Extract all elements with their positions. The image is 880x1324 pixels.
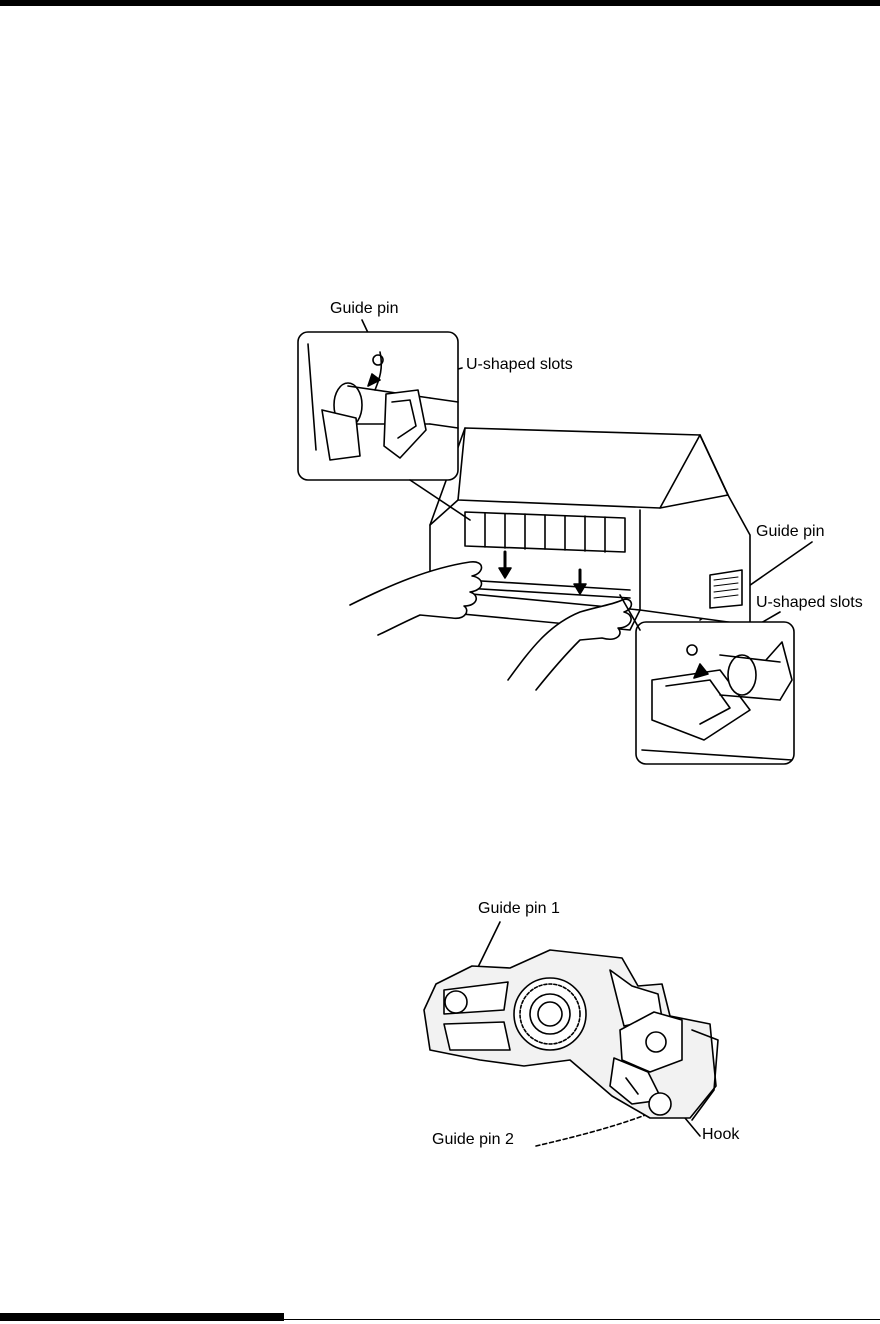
label-guide-pin-top: Guide pin	[330, 300, 399, 318]
label-u-shaped-slots-top: U-shaped slots	[466, 356, 573, 374]
footer-rule-thick	[0, 1313, 284, 1321]
label-guide-pin-2: Guide pin 2	[432, 1131, 514, 1149]
label-guide-pin-right: Guide pin	[756, 523, 825, 541]
label-u-shaped-slots-right: U-shaped slots	[756, 594, 863, 612]
figure-tractor-unit: Guide pin 1 Guide pin 2 Hook	[400, 890, 780, 1170]
label-guide-pin-1: Guide pin 1	[478, 900, 560, 918]
label-hook: Hook	[702, 1126, 739, 1144]
figure-printer-tractor-install: Guide pin U-shaped slots Guide pin U-sha…	[280, 290, 880, 780]
header-rule	[0, 0, 880, 6]
footer-rule-thin	[284, 1319, 880, 1320]
